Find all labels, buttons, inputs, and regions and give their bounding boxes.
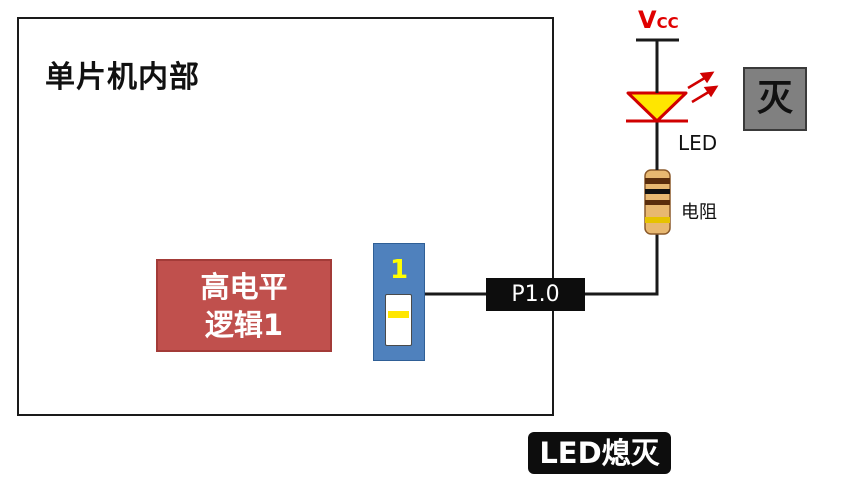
status-badge: LED熄灭: [528, 432, 671, 474]
led-label: LED: [678, 131, 718, 155]
vcc-label-sub: CC: [656, 14, 679, 32]
vcc-label: VCC: [638, 6, 679, 34]
vcc-label-main: V: [638, 6, 657, 34]
switch-value: 1: [389, 255, 409, 285]
logic-level-line2: 逻辑1: [204, 307, 284, 342]
resistor-label: 电阻: [681, 202, 717, 223]
pin-label: P1.0: [486, 278, 585, 311]
light-rays-icon: [687, 71, 719, 104]
switch-slider: [388, 311, 409, 318]
logic-level-box: 高电平 逻辑1: [156, 259, 332, 352]
led-state-indicator: 灭: [743, 67, 807, 131]
mcu-title: 单片机内部: [45, 60, 200, 95]
resistor-icon: [644, 169, 671, 235]
logic-level-line1: 高电平: [200, 269, 288, 304]
led-icon: [626, 91, 688, 123]
wire-pin-to-resistor: [585, 233, 659, 296]
switch-body: [385, 294, 412, 346]
mcu-boundary: [17, 17, 554, 416]
